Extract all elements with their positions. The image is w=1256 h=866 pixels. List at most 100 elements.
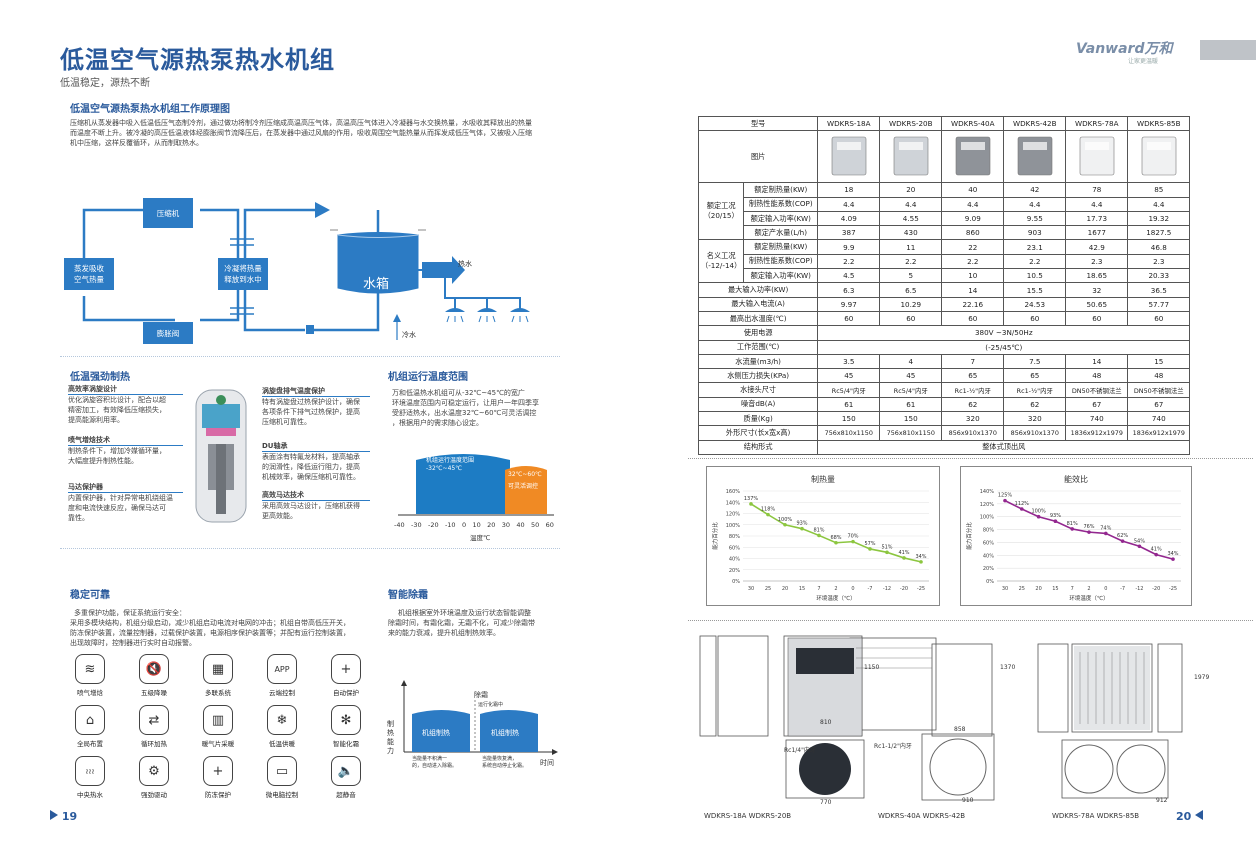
table-cell: 756x810x1150 bbox=[817, 425, 881, 441]
data-point bbox=[1087, 530, 1091, 534]
table-cell: 15 bbox=[1127, 353, 1191, 370]
table-cell: Rc1-½"内牙 bbox=[941, 382, 1005, 398]
table-row: 图片 bbox=[697, 130, 1191, 184]
row-label: 水侧压力损失(KPa) bbox=[697, 368, 819, 384]
gear-icon: ⚙ bbox=[139, 756, 169, 786]
temp-tick: 0 bbox=[461, 521, 467, 529]
principle-line-1: 压缩机从蒸发器中吸入低温低压气态制冷剂，通过做功将制冷剂压缩成高温高压气体，高温… bbox=[70, 119, 532, 127]
feature-icon-cell: ≀≀≀中央热水 bbox=[60, 756, 120, 799]
table-cell: 3.5 bbox=[817, 353, 881, 370]
table-cell: 23.1 bbox=[1003, 239, 1067, 255]
temp-tick: 50 bbox=[531, 521, 540, 529]
table-cell: 1836x912x1979 bbox=[1127, 425, 1191, 441]
data-label: 41% bbox=[898, 550, 909, 556]
table-cell: 19.32 bbox=[1127, 210, 1191, 227]
table-cell: Rc5/4"内牙 bbox=[879, 382, 943, 398]
table-cell: 1677 bbox=[1065, 225, 1129, 241]
data-point bbox=[766, 512, 770, 517]
row-label: 最大输入电流(A) bbox=[697, 296, 819, 312]
y-tick-label: 0% bbox=[986, 579, 994, 585]
table-cell: 57.77 bbox=[1127, 296, 1191, 312]
temp-tick: -40 bbox=[394, 521, 405, 529]
band-range: -32℃~45℃ bbox=[426, 465, 462, 472]
data-label: 137% bbox=[744, 496, 759, 502]
y-tick-label: 40% bbox=[983, 553, 994, 559]
app-icon: APP bbox=[267, 654, 297, 684]
note-line: 的，自动进入除霜。 bbox=[412, 763, 458, 769]
table-cell: 36.5 bbox=[1127, 282, 1191, 298]
row-label: 结构形式 bbox=[697, 439, 819, 455]
table-cell: 10 bbox=[941, 268, 1005, 284]
table-cell: 20.33 bbox=[1127, 268, 1191, 284]
data-point bbox=[1104, 531, 1108, 536]
x-tick-label: -12 bbox=[1135, 586, 1143, 592]
feature-text: 特有涡旋盘过热保护设计，确保 bbox=[262, 398, 360, 406]
data-point bbox=[868, 547, 872, 551]
feature-icon-label: 微电脑控制 bbox=[265, 791, 299, 799]
feature-text: 提高能源利用率。 bbox=[68, 416, 124, 424]
reliable-line: 出现故障时，控制器进行实时自动报警。 bbox=[70, 639, 196, 647]
defrost-line: 机组根据室外环境温度及运行状态智能调整 bbox=[398, 609, 531, 617]
product-image bbox=[879, 130, 943, 184]
feature-text: 内置保护器，针对异常电机绕组温 bbox=[68, 494, 173, 502]
temp-tick: 20 bbox=[487, 521, 496, 529]
x-tick-label: -20 bbox=[900, 586, 908, 592]
triangle-icon bbox=[1195, 810, 1204, 820]
water-range-label: 可灵活调控 bbox=[508, 483, 539, 490]
cold-water-label: 冷水 bbox=[402, 331, 416, 339]
data-point bbox=[1070, 527, 1074, 531]
data-point bbox=[885, 550, 889, 555]
table-cell: 320 bbox=[941, 411, 1005, 427]
y-tick-label: 120% bbox=[980, 502, 995, 508]
y-tick-label: 120% bbox=[726, 512, 741, 518]
defrost-label: 除霜 bbox=[474, 691, 488, 699]
page-number-right: 20 bbox=[1176, 810, 1204, 823]
feature-icon-label: 云端控制 bbox=[269, 689, 295, 697]
table-cell: 62 bbox=[1003, 396, 1067, 413]
drawing-dim: 858 bbox=[954, 726, 966, 733]
left-page: 低温空气源热泵热水机组 低温稳定，源热不断 低温空气源热泵热水机组工作原理图 压… bbox=[50, 46, 568, 823]
reliable-text: 多重保护功能，保证系统运行安全： 采用多模块结构，机组分级启动，减少机组启动电流… bbox=[70, 608, 370, 648]
data-label: 125% bbox=[998, 493, 1013, 499]
row-label: 制热性能系数(COP) bbox=[743, 196, 819, 212]
data-point bbox=[1137, 544, 1142, 549]
x-tick-label: -25 bbox=[917, 586, 925, 592]
temp-tick: -10 bbox=[444, 521, 456, 529]
y-tick-label: 100% bbox=[726, 523, 741, 529]
defrost-text: 机组根据室外环境温度及运行状态智能调整 除霜时间，有霜化霜，无霜不化，可减少除霜… bbox=[388, 608, 568, 638]
data-point bbox=[1053, 519, 1058, 524]
table-cell: 14 bbox=[941, 282, 1005, 298]
x-tick-label: 30 bbox=[748, 586, 754, 592]
dimension-drawings bbox=[699, 635, 1183, 801]
feature-icon-cell: APP 云端控制 bbox=[252, 654, 312, 697]
data-point bbox=[1154, 552, 1158, 557]
feature-text: 各项条件下排气过热保护，提高 bbox=[262, 408, 360, 416]
table-cell: 4.4 bbox=[817, 196, 881, 212]
y-axis-label: 能力百分比 bbox=[965, 522, 973, 550]
y-axis-label: 能力百分比 bbox=[711, 522, 719, 550]
table-cell: 2.3 bbox=[1065, 253, 1129, 270]
compressor-box: 压缩机 bbox=[143, 198, 193, 228]
shield-icon: + bbox=[331, 654, 361, 684]
defrost-note-1: 当能量不积满一 的，自动进入除霜。 bbox=[412, 756, 457, 770]
data-label: 41% bbox=[1151, 547, 1162, 553]
divider bbox=[688, 458, 1253, 459]
divider bbox=[60, 548, 560, 549]
table-cell: 65 bbox=[1003, 368, 1067, 384]
table-cell: 42 bbox=[1003, 182, 1067, 198]
data-label: 100% bbox=[778, 517, 793, 523]
data-label: 81% bbox=[813, 527, 824, 533]
table-cell: 15.5 bbox=[1003, 282, 1067, 298]
feature-text: 的润滑性，降低运行阻力，提高 bbox=[262, 463, 360, 471]
y-tick-label: 20% bbox=[729, 568, 740, 574]
table-cell: 1827.5 bbox=[1127, 225, 1191, 241]
table-cell: Rc5/4"内牙 bbox=[817, 382, 881, 398]
feature-text: 机械效率，确保压缩机可靠性。 bbox=[262, 473, 360, 481]
table-cell: 903 bbox=[1003, 225, 1067, 241]
